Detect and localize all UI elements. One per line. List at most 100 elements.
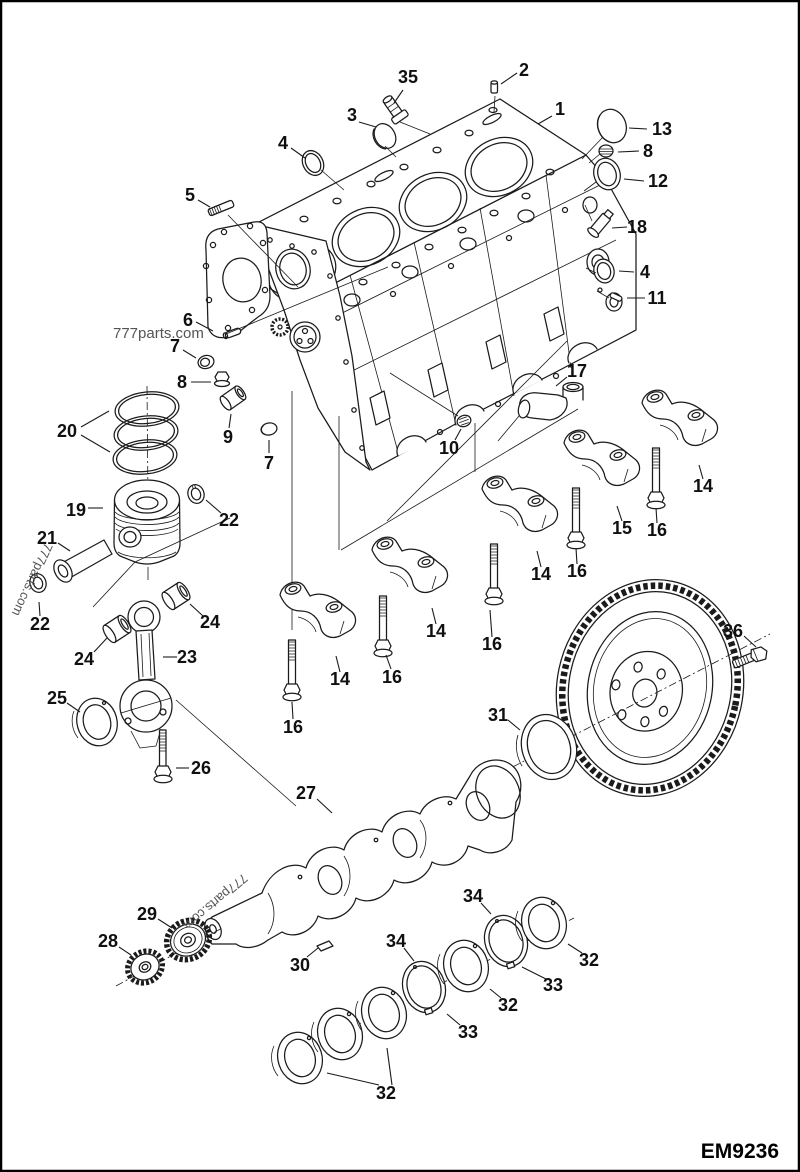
part-circlip-22-left: [29, 573, 47, 593]
callout-34-left: 34: [386, 931, 406, 951]
callout-14-e: 14: [693, 476, 713, 496]
callout-24-left: 24: [74, 649, 94, 669]
bearing-cap-14-e: [641, 389, 719, 447]
part-gear-29: [163, 917, 213, 963]
callout-32-mid: 32: [498, 995, 518, 1015]
engine-block: [202, 98, 637, 471]
bearing-cap-14-c: [481, 475, 559, 533]
watermark-left: 777parts.com: [9, 541, 56, 619]
part-piston-19: [113, 479, 181, 565]
part-nut-8-left: [213, 371, 231, 388]
bearing-cap-15: [563, 429, 641, 487]
callout-36: 36: [723, 621, 743, 641]
callout-32-bottom: 32: [376, 1083, 396, 1103]
part-plug-7-lower: [260, 422, 278, 436]
small-parts: [197, 80, 628, 436]
part-sensor-35: [382, 95, 409, 125]
part-pin-11: [609, 292, 623, 302]
callout-6: 6: [183, 310, 193, 330]
part-circlip-22-right: [187, 484, 205, 504]
assembly-lines: [225, 95, 610, 442]
callout-30: 30: [290, 955, 310, 975]
part-flywheel: [469, 579, 771, 797]
callout-33-right: 33: [543, 975, 563, 995]
part-plug-13: [596, 108, 628, 144]
part-pin-6: [222, 327, 242, 340]
part-piston-pin-21: [53, 539, 113, 583]
callout-leaders: [38, 72, 757, 1086]
callout-16-d: 16: [567, 561, 587, 581]
part-flywheel-bolt-36: [731, 646, 768, 669]
callout-18: 18: [627, 217, 647, 237]
part-bushing-9: [219, 385, 247, 411]
bearing-cap-14-a: [279, 581, 357, 639]
part-crankshaft-27: [204, 759, 522, 949]
piston-rod-group: [29, 385, 297, 807]
callout-31: 31: [488, 705, 508, 725]
cap-bolt-16-c: [484, 543, 504, 606]
part-plug-12: [593, 157, 621, 191]
callout-14-b: 14: [426, 621, 446, 641]
callout-3: 3: [347, 105, 357, 125]
callout-27: 27: [296, 783, 316, 803]
callout-16-e: 16: [647, 520, 667, 540]
callout-2: 2: [519, 60, 529, 80]
callout-32-right: 32: [579, 950, 599, 970]
bearing-cap-14-b: [371, 536, 449, 594]
callout-16-c: 16: [482, 634, 502, 654]
drawing-code: EM9236: [701, 1140, 779, 1163]
cap-bolt-16-b: [373, 595, 393, 658]
front-gasket: [202, 221, 271, 339]
cap-bolt-16-a: [282, 639, 302, 702]
callout-34-right: 34: [463, 886, 483, 906]
cap-bolt-16-d: [566, 487, 586, 550]
front-housing: [261, 225, 371, 471]
callout-8-right: 8: [643, 141, 653, 161]
callout-26: 26: [191, 758, 211, 778]
part-plug-4-left: [301, 149, 325, 177]
callout-35: 35: [398, 67, 418, 87]
callout-7-lower: 7: [264, 453, 274, 473]
part-bushing-24-left: [102, 614, 132, 644]
callout-14-a: 14: [330, 669, 350, 689]
callout-24-right: 24: [200, 612, 220, 632]
part-rod-bolt-26: [153, 729, 173, 784]
part-seal-31: [516, 713, 578, 781]
part-key-30: [316, 940, 334, 952]
part-plug-8-right: [598, 144, 614, 158]
callout-4-right: 4: [640, 262, 650, 282]
callout-33-left: 33: [458, 1022, 478, 1042]
callout-4-left: 4: [278, 133, 288, 153]
callout-21: 21: [37, 528, 57, 548]
callout-labels: 35 2 1 3 13 8 12 4 18 4 11 5 6 7 8 9 7 2…: [30, 60, 743, 1103]
main-bearing-shells: [270, 890, 575, 1091]
callout-5: 5: [185, 185, 195, 205]
part-stud-5: [207, 199, 235, 217]
part-gear-28: [125, 948, 165, 986]
cap-bolt-16-e: [646, 447, 666, 510]
part-plug-10: [456, 414, 472, 428]
callout-29: 29: [137, 904, 157, 924]
callout-17: 17: [567, 361, 587, 381]
part-pin-2: [490, 80, 499, 94]
callout-7-upper: 7: [170, 336, 180, 356]
part-rod-bearing-25: [71, 697, 118, 747]
callout-10: 10: [439, 438, 459, 458]
callout-12: 12: [648, 171, 668, 191]
part-elbow-17: [517, 381, 584, 421]
callout-19: 19: [66, 500, 86, 520]
part-plug-7-upper: [197, 354, 215, 370]
part-piston-rings-20: [112, 391, 180, 475]
callout-11: 11: [647, 288, 666, 308]
callout-1: 1: [555, 99, 565, 119]
callout-22-left: 22: [30, 614, 50, 634]
part-bushing-24-right: [161, 581, 191, 611]
callout-28: 28: [98, 931, 118, 951]
part-connecting-rod-23: [119, 600, 173, 749]
callout-20: 20: [57, 421, 77, 441]
callout-25: 25: [47, 688, 67, 708]
callout-8-left: 8: [177, 372, 187, 392]
watermark-main: 777parts.com: [113, 325, 204, 342]
